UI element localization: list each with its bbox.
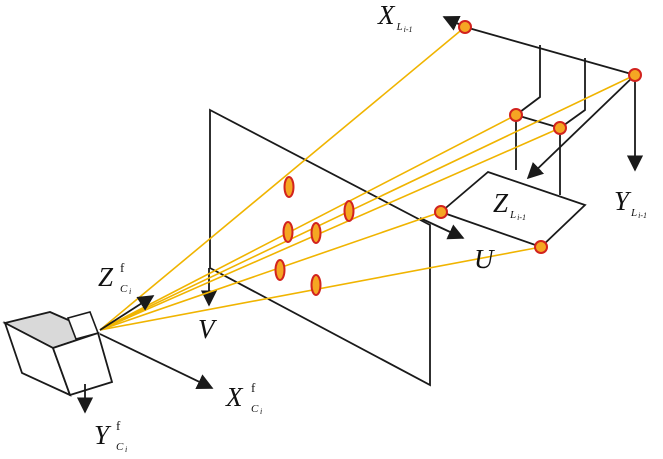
svg-text:C: C [116, 441, 124, 453]
v-axis-label: V [198, 314, 218, 344]
camera [2, 311, 114, 397]
svg-text:i: i [125, 445, 127, 454]
svg-text:f: f [116, 418, 121, 433]
svg-text:Z: Z [98, 262, 114, 292]
svg-text:C: C [120, 283, 128, 295]
lidar-frame [439, 15, 644, 249]
projection-rays [99, 26, 636, 331]
svg-text:i: i [260, 407, 262, 416]
x-cam-arrow [99, 333, 214, 389]
u-axis-arrow [419, 217, 465, 240]
projected-points [274, 176, 355, 296]
svg-text:f: f [251, 380, 256, 395]
x-cam-label: X f C i [225, 380, 262, 416]
svg-text:C: C [251, 403, 259, 415]
lidar-points [434, 20, 642, 254]
svg-text:f: f [120, 260, 125, 275]
svg-text:Y: Y [94, 420, 112, 450]
u-axis-label: U [474, 244, 495, 274]
y-cam-label: Y f C i [94, 418, 127, 454]
svg-text:i: i [129, 287, 131, 296]
image-plane [209, 108, 431, 387]
svg-text:X: X [225, 382, 244, 412]
z-cam-label: Z f C i [98, 260, 131, 296]
z-cam-arrow [99, 295, 155, 331]
